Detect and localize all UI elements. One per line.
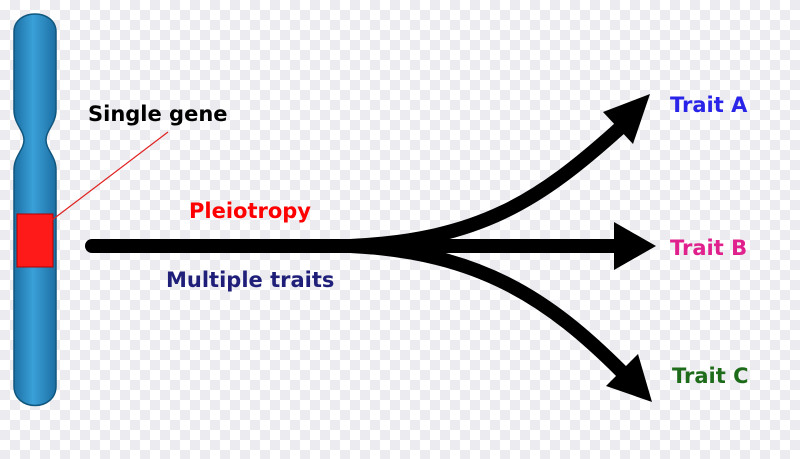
chromosome <box>13 13 57 407</box>
arrowhead-trait-a <box>603 94 650 144</box>
single-gene-label: Single gene <box>88 102 228 126</box>
multiple-traits-label: Multiple traits <box>166 268 335 292</box>
gene-band <box>16 213 54 268</box>
trait-c-label: Trait C <box>672 364 749 388</box>
pleiotropy-label: Pleiotropy <box>189 199 312 223</box>
pleiotropy-arrows <box>85 94 656 402</box>
trait-a-label: Trait A <box>670 93 748 117</box>
branch-trait-a <box>349 122 625 253</box>
branch-trait-c <box>349 239 627 377</box>
arrowhead-trait-c <box>606 354 652 402</box>
trait-b-label: Trait B <box>670 236 748 260</box>
chromosome-body <box>13 13 57 407</box>
gene-pointer-line <box>51 131 169 221</box>
arrowhead-trait-b <box>614 222 656 270</box>
